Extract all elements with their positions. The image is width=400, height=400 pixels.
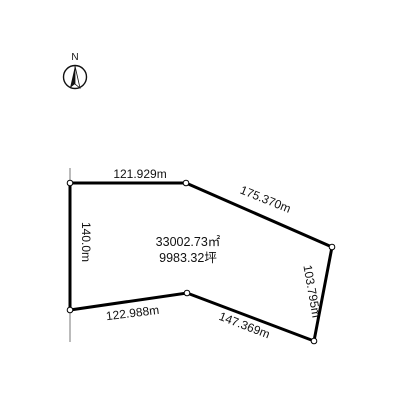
parcel-area-sqm: 33002.73㎡: [156, 235, 221, 249]
parcel-area-tsubo: 9983.32坪: [159, 251, 217, 265]
vertex-marker: [328, 243, 336, 251]
vertex-marker: [66, 179, 74, 187]
boundary-vertices: [66, 179, 336, 345]
vertex-marker: [66, 306, 74, 314]
edge-length-bottom-left: 122.988m: [105, 303, 160, 323]
edge-length-left: 140.0m: [79, 222, 93, 262]
vertex-marker: [182, 179, 190, 187]
edge-length-top-left: 121.929m: [113, 167, 166, 181]
north-arrow-icon: [62, 64, 88, 90]
north-label: N: [71, 52, 78, 63]
vertex-marker: [310, 337, 318, 345]
vertex-marker: [183, 289, 191, 297]
edge-length-right: 103.795m: [300, 264, 323, 319]
north-compass: N: [62, 52, 88, 90]
